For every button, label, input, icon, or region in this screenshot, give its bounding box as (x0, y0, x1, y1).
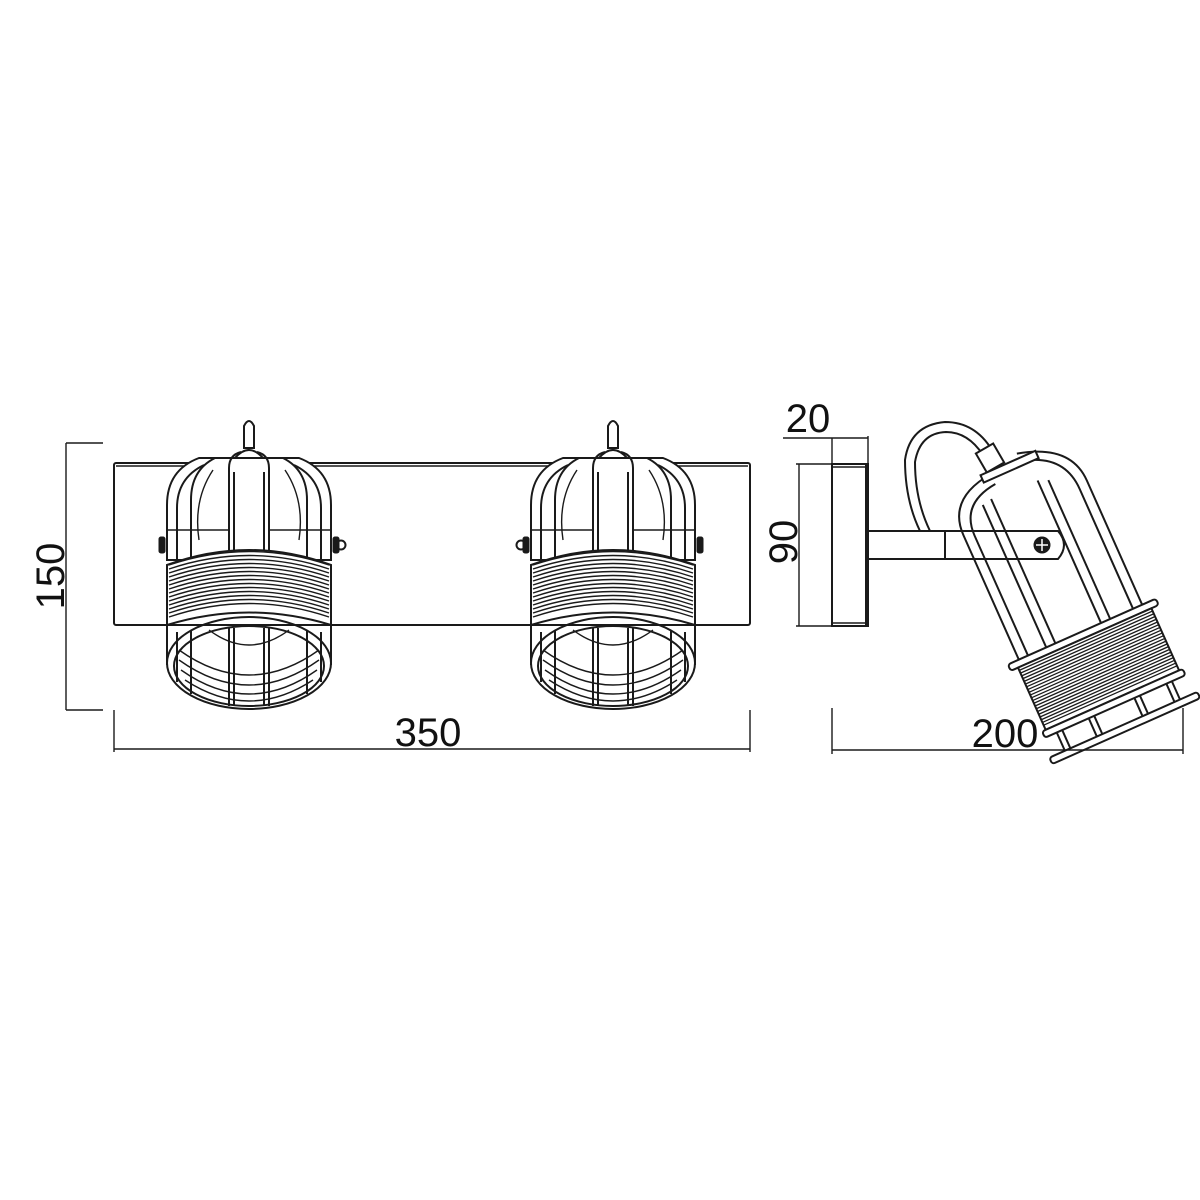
dimension-label-350: 350 (395, 711, 462, 755)
mounting-arm (867, 530, 949, 560)
backplate-front (113, 462, 751, 626)
dimension-height-90: 90 (762, 463, 832, 627)
cage-shade-right (522, 420, 704, 710)
side-view (831, 420, 1200, 765)
dimension-depth-20: 20 (783, 397, 869, 464)
pivot-screw (1033, 536, 1051, 554)
dimension-label-90: 90 (762, 520, 806, 565)
dimension-label-200: 200 (972, 712, 1039, 756)
dimension-label-20: 20 (786, 397, 831, 441)
backplate-side (831, 463, 869, 627)
cage-shade-left (158, 420, 340, 710)
dimension-height-150: 150 (29, 442, 103, 711)
cage-shade-side (958, 449, 1200, 765)
dimension-width-350: 350 (113, 710, 751, 755)
front-view (113, 420, 751, 710)
power-cable (903, 420, 993, 532)
dimension-label-150: 150 (29, 543, 73, 610)
dimension-projection-200: 200 (831, 708, 1184, 756)
